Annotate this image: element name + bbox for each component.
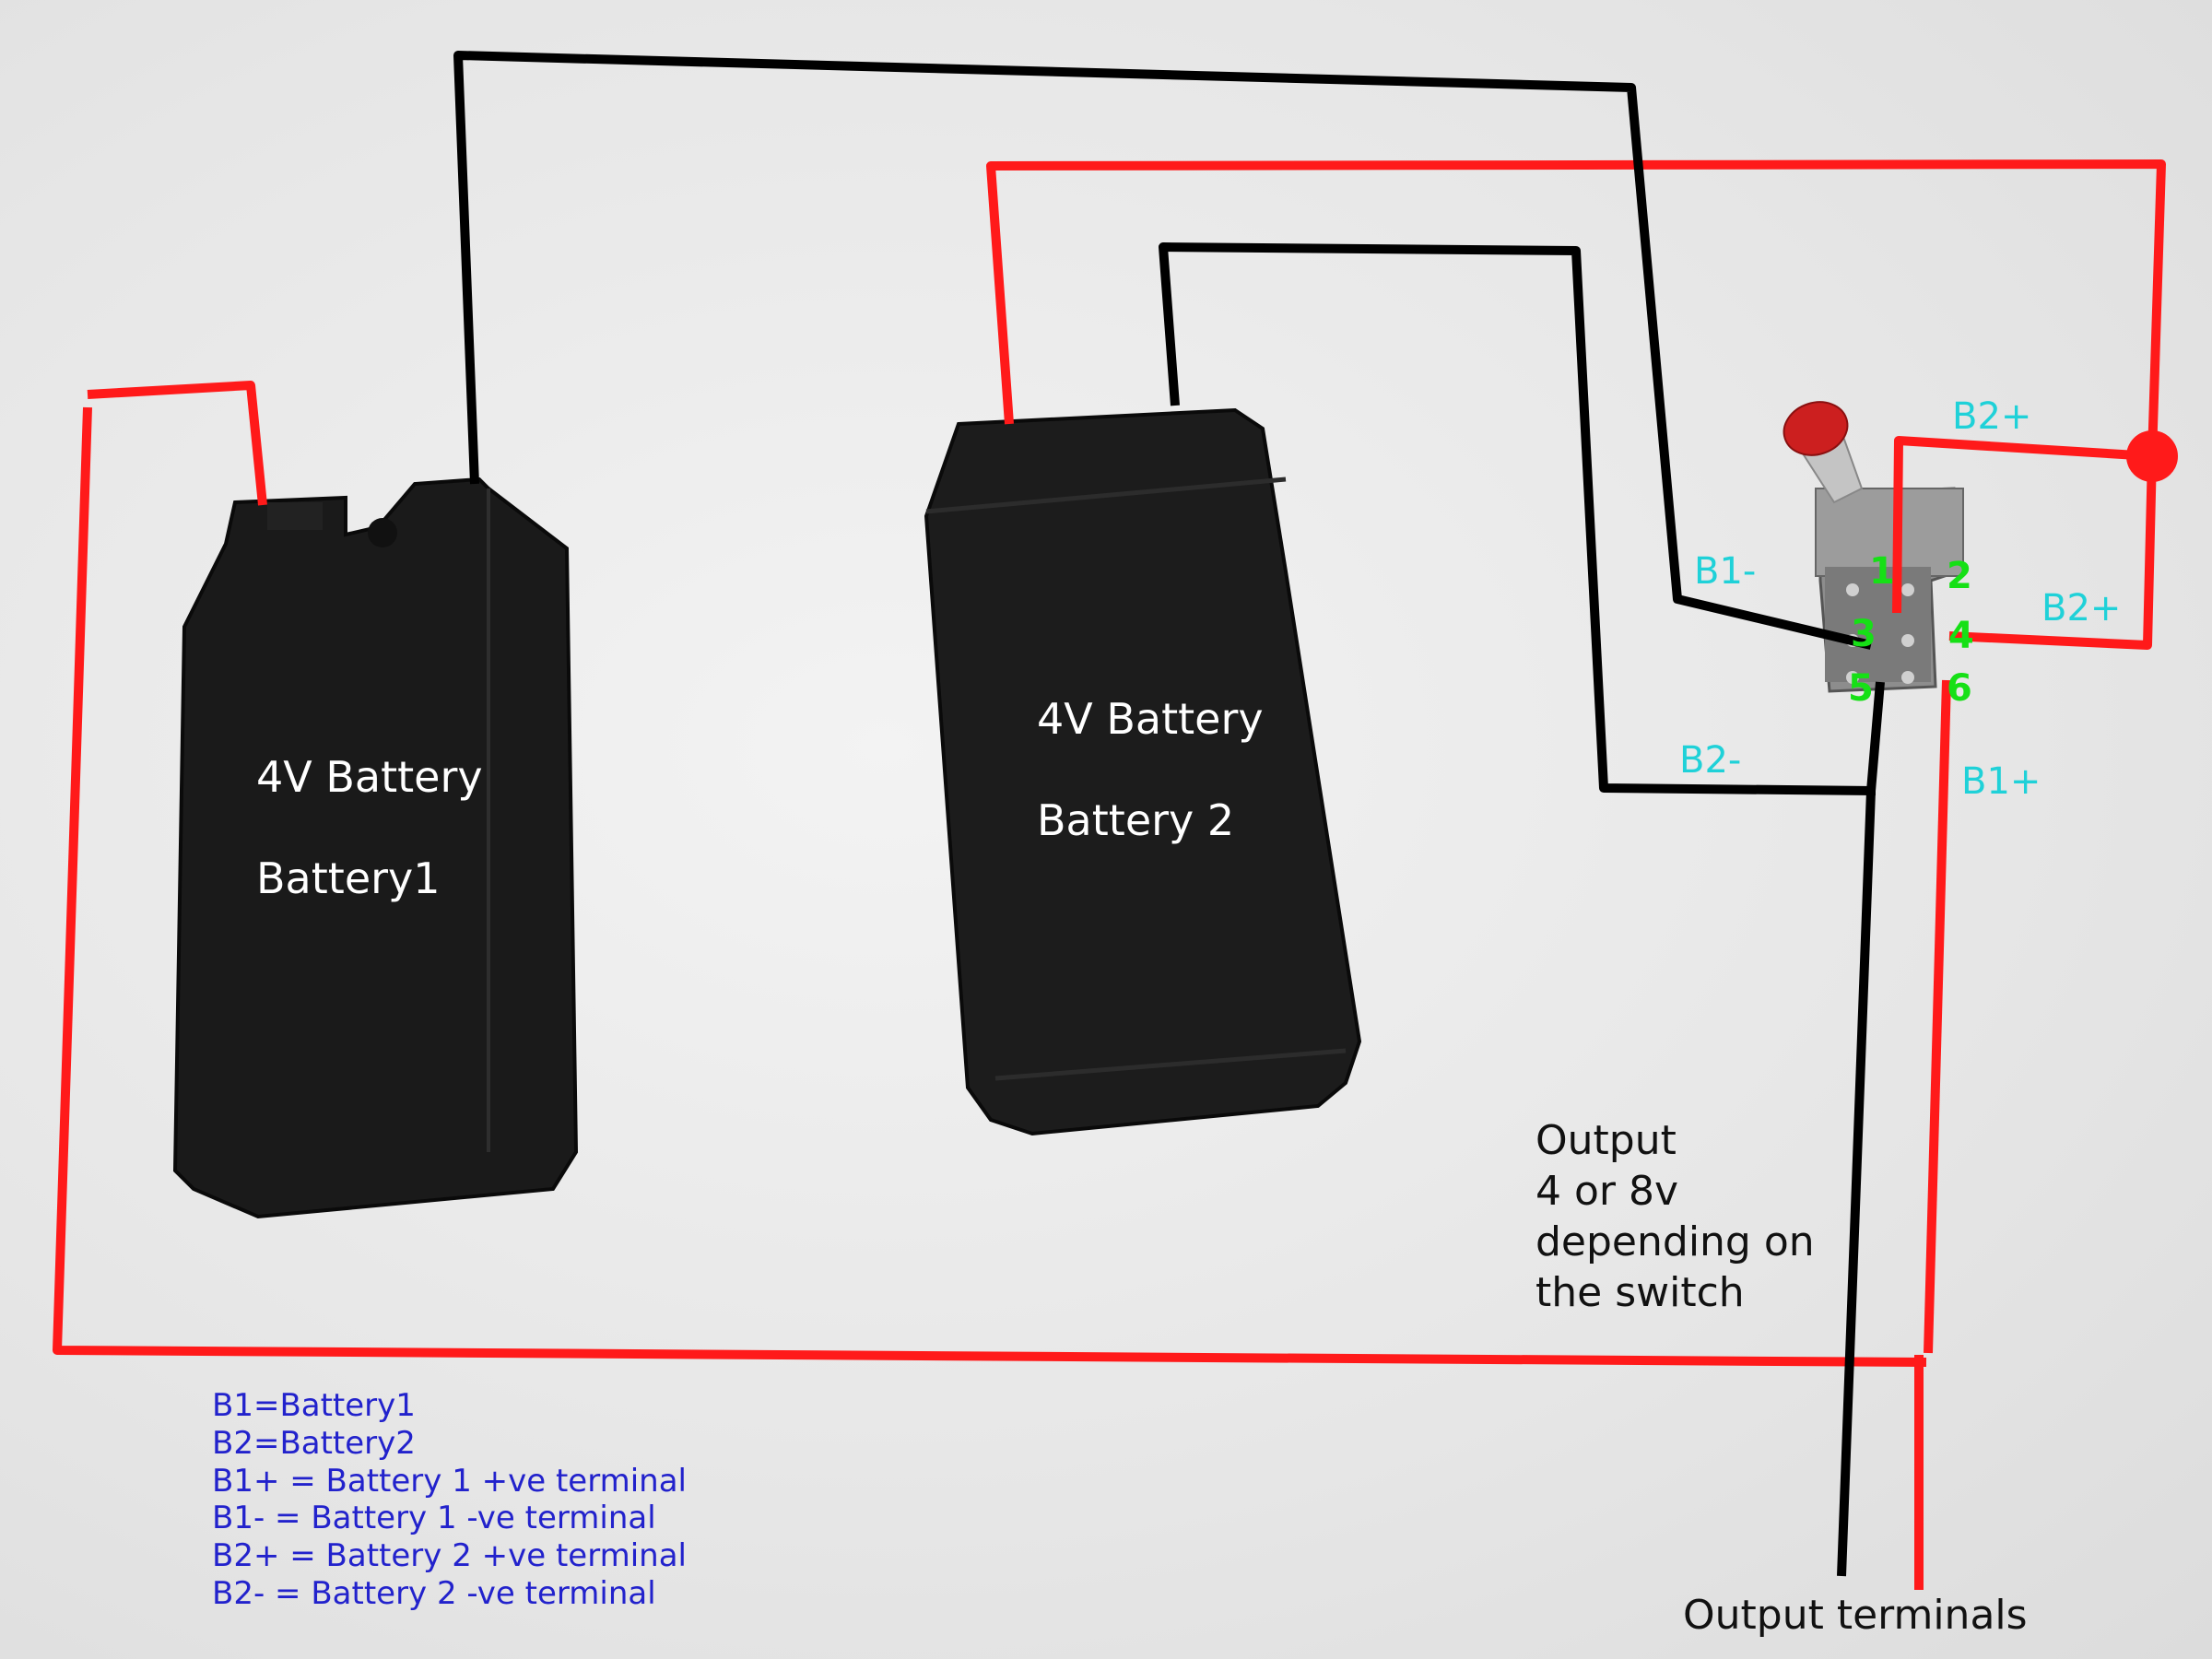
legend-line-2: B2=Battery2 xyxy=(212,1424,416,1462)
pin-6-terminal xyxy=(1901,671,1914,684)
pin-2-terminal xyxy=(1901,583,1914,596)
output-note: Output 4 or 8v depending on the switch xyxy=(1535,1115,1815,1318)
wire-pin-6-b1-positive xyxy=(1924,679,1951,1354)
output-note-line-4: the switch xyxy=(1535,1269,1745,1316)
battery-1-body xyxy=(172,477,579,1219)
battery-2-bottom-edge xyxy=(994,1048,1347,1081)
battery-1 xyxy=(172,477,579,1219)
wire-b1-positive-lead xyxy=(87,381,267,506)
battery-2-name-label: Battery 2 xyxy=(1037,795,1235,845)
battery-1-name-label: Battery1 xyxy=(256,853,441,903)
positive-wires xyxy=(53,159,2178,1590)
pin-5-terminal xyxy=(1846,671,1859,684)
pin-label-1: 1 xyxy=(1869,550,1895,593)
switch-lever-cap xyxy=(1783,401,1849,456)
label-b1-minus: B1- xyxy=(1694,550,1757,593)
wire-b2-positive-main xyxy=(986,159,2166,457)
switch-top-plate xyxy=(1815,488,1964,577)
label-b1-plus: B1+ xyxy=(1961,760,2041,803)
battery-2 xyxy=(924,407,1362,1136)
pin-label-3: 3 xyxy=(1851,613,1877,655)
battery-2-voltage-label: 4V Battery xyxy=(1037,694,1264,744)
label-b2-plus-right: B2+ xyxy=(2041,587,2122,629)
pin-label-4: 4 xyxy=(1948,615,1974,657)
label-b2-minus: B2- xyxy=(1679,739,1742,782)
wire-b1-negative xyxy=(453,51,1873,650)
battery-1-terminal-slot xyxy=(267,502,323,530)
junction-dot xyxy=(2126,430,2178,482)
pin-1-terminal xyxy=(1846,583,1859,596)
wire-b2-to-pin-4 xyxy=(1948,455,2157,650)
battery-2-top-edge xyxy=(925,477,1287,514)
legend-line-4: B1- = Battery 1 -ve terminal xyxy=(212,1500,656,1537)
output-terminals-label: Output terminals xyxy=(1683,1592,2028,1639)
wire-output-negative xyxy=(1837,681,1885,1577)
output-note-line-2: 4 or 8v xyxy=(1535,1168,1679,1215)
negative-wires xyxy=(453,51,1885,1577)
legend-line-1: B1=Battery1 xyxy=(212,1387,416,1424)
legend-line-6: B2- = Battery 2 -ve terminal xyxy=(212,1574,656,1612)
legend: B1=Battery1 B2=Battery2 B1+ = Battery 1 … xyxy=(212,1387,687,1613)
legend-line-3: B1+ = Battery 1 +ve terminal xyxy=(212,1462,687,1500)
pin-label-5: 5 xyxy=(1848,667,1874,710)
label-b2-plus-top: B2+ xyxy=(1952,395,2032,438)
wire-b2-negative xyxy=(1159,242,1877,795)
pin-label-6: 6 xyxy=(1947,667,1972,710)
output-note-line-1: Output xyxy=(1535,1117,1677,1164)
battery-1-terminal-knob xyxy=(368,518,397,547)
output-note-line-3: depending on xyxy=(1535,1218,1815,1265)
battery-1-voltage-label: 4V Battery xyxy=(256,752,483,802)
pin-4-terminal xyxy=(1901,634,1914,647)
wire-b1-positive-loop xyxy=(53,406,1927,1367)
wire-b2-to-pin-1 xyxy=(1892,436,2153,614)
switch-terminal-block xyxy=(1825,567,1931,682)
legend-line-5: B2+ = Battery 2 +ve terminal xyxy=(212,1537,687,1575)
battery-2-body xyxy=(924,407,1362,1136)
pin-label-2: 2 xyxy=(1947,555,1972,597)
